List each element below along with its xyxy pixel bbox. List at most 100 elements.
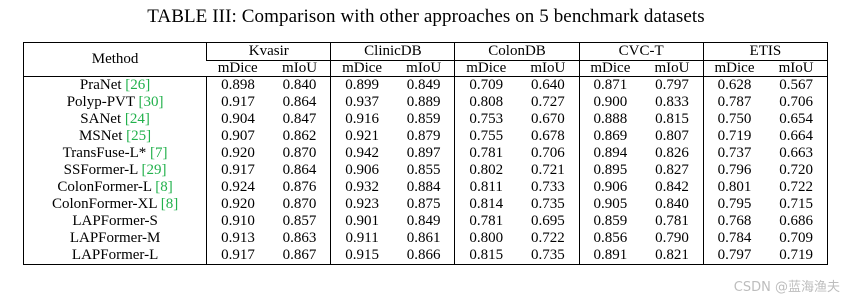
mdice-value-cell: 0.920 xyxy=(206,196,269,213)
miou-value-cell: 0.864 xyxy=(282,162,317,178)
metric-header: mIoU xyxy=(517,60,580,77)
miou-value-cell: 0.567 xyxy=(779,77,814,93)
miou-value-cell: 0.847 xyxy=(282,111,317,127)
method-name: SANet xyxy=(80,111,122,127)
method-name-cell: LAPFormer-S xyxy=(24,213,207,230)
citation-link[interactable]: [24] xyxy=(124,111,150,127)
mdice-value-cell: 0.932 xyxy=(330,179,393,196)
mdice-value-cell: 0.895 xyxy=(578,162,642,179)
method-name-cell: SANet [24] xyxy=(24,111,207,128)
citation-link[interactable]: [7] xyxy=(150,145,168,161)
watermark: CSDN @蓝海渔夫 xyxy=(733,280,840,295)
method-name: PraNet xyxy=(79,77,122,93)
miou-value-cell: 0.706 xyxy=(779,94,814,110)
miou-value-cell: 0.870 xyxy=(282,196,317,212)
mdice-value-cell: 0.801 xyxy=(702,179,766,196)
miou-value-cell: 0.875 xyxy=(406,196,441,212)
metric-header: mDice xyxy=(454,60,518,77)
miou-value-cell: 0.861 xyxy=(406,230,441,246)
citation-link[interactable]: [8] xyxy=(155,179,173,195)
miou-value-cell: 0.833 xyxy=(655,94,689,110)
method-name: LAPFormer-M xyxy=(69,230,161,246)
dataset-header: Kvasir xyxy=(206,42,331,61)
method-name: LAPFormer-L xyxy=(71,247,159,263)
miou-value-cell: 0.654 xyxy=(779,111,814,127)
miou-value-cell: 0.866 xyxy=(406,247,441,263)
miou-value-cell: 0.870 xyxy=(282,145,317,161)
miou-value-cell: 0.670 xyxy=(530,111,565,127)
method-name-cell: ColonFormer-XL [8] xyxy=(24,196,207,213)
mdice-value-cell: 0.800 xyxy=(454,230,518,247)
miou-value-cell: 0.664 xyxy=(779,128,814,144)
mdice-value-cell: 0.750 xyxy=(702,111,766,128)
mdice-value-cell: 0.942 xyxy=(330,145,393,162)
miou-value-cell: 0.720 xyxy=(779,162,814,178)
mdice-value-cell: 0.917 xyxy=(206,247,269,265)
method-name-cell: LAPFormer-L xyxy=(24,247,207,265)
mdice-value-cell: 0.906 xyxy=(330,162,393,179)
mdice-value-cell: 0.901 xyxy=(330,213,393,230)
citation-link[interactable]: [26] xyxy=(125,77,151,93)
mdice-value-cell: 0.894 xyxy=(578,145,642,162)
mdice-value-cell: 0.899 xyxy=(330,76,393,94)
mdice-value-cell: 0.787 xyxy=(702,94,766,111)
citation-link[interactable]: [25] xyxy=(126,128,152,144)
miou-value-cell: 0.663 xyxy=(779,145,814,161)
miou-value-cell: 0.859 xyxy=(406,111,441,127)
mdice-value-cell: 0.795 xyxy=(702,196,766,213)
mdice-value-cell: 0.797 xyxy=(702,247,766,265)
miou-value-cell: 0.842 xyxy=(655,179,689,195)
metric-header: mIoU xyxy=(641,60,704,77)
miou-value-cell: 0.715 xyxy=(779,196,814,212)
mdice-value-cell: 0.814 xyxy=(454,196,518,213)
method-name-cell: LAPFormer-M xyxy=(24,230,207,247)
mdice-value-cell: 0.628 xyxy=(702,76,766,94)
citation-link[interactable]: [8] xyxy=(160,196,179,212)
mdice-value-cell: 0.808 xyxy=(454,94,518,111)
method-name: SSFormer-L xyxy=(63,162,138,178)
mdice-value-cell: 0.755 xyxy=(454,128,518,145)
miou-value-cell: 0.706 xyxy=(530,145,565,161)
miou-value-cell: 0.867 xyxy=(282,247,317,263)
mdice-value-cell: 0.709 xyxy=(454,76,518,94)
dataset-header: CVC-T xyxy=(578,42,704,61)
miou-value-cell: 0.827 xyxy=(655,162,689,178)
miou-value-cell: 0.863 xyxy=(282,230,317,246)
miou-value-cell: 0.722 xyxy=(779,179,814,195)
miou-value-cell: 0.735 xyxy=(530,247,565,263)
miou-value-cell: 0.897 xyxy=(406,145,441,161)
citation-link[interactable]: [29] xyxy=(141,162,167,178)
citation-link[interactable]: [30] xyxy=(138,94,164,110)
mdice-value-cell: 0.911 xyxy=(330,230,393,247)
mdice-value-cell: 0.719 xyxy=(702,128,766,145)
metric-header: mIoU xyxy=(392,60,455,77)
miou-value-cell: 0.821 xyxy=(655,247,689,263)
miou-value-cell: 0.781 xyxy=(655,213,689,229)
miou-value-cell: 0.678 xyxy=(530,128,565,144)
miou-value-cell: 0.797 xyxy=(655,77,689,93)
metric-header-row: mDice mIoU mDice mIoU mDice mIoU mDice m… xyxy=(24,60,828,77)
mdice-value-cell: 0.920 xyxy=(206,145,269,162)
miou-value-cell: 0.733 xyxy=(530,179,565,195)
mdice-value-cell: 0.859 xyxy=(578,213,642,230)
miou-value-cell: 0.879 xyxy=(406,128,441,144)
mdice-value-cell: 0.784 xyxy=(702,230,766,247)
mdice-value-cell: 0.737 xyxy=(702,145,766,162)
mdice-value-cell: 0.906 xyxy=(578,179,642,196)
results-table: Method Kvasir ClinicDB ColonDB CVC-T ETI… xyxy=(23,42,828,265)
miou-value-cell: 0.815 xyxy=(655,111,689,127)
mdice-value-cell: 0.781 xyxy=(454,145,518,162)
mdice-value-cell: 0.815 xyxy=(454,247,518,265)
mdice-value-cell: 0.888 xyxy=(578,111,642,128)
miou-value-cell: 0.695 xyxy=(530,213,565,229)
method-name: TransFuse-L* xyxy=(62,145,147,161)
mdice-value-cell: 0.917 xyxy=(206,162,269,179)
mdice-value-cell: 0.900 xyxy=(578,94,642,111)
